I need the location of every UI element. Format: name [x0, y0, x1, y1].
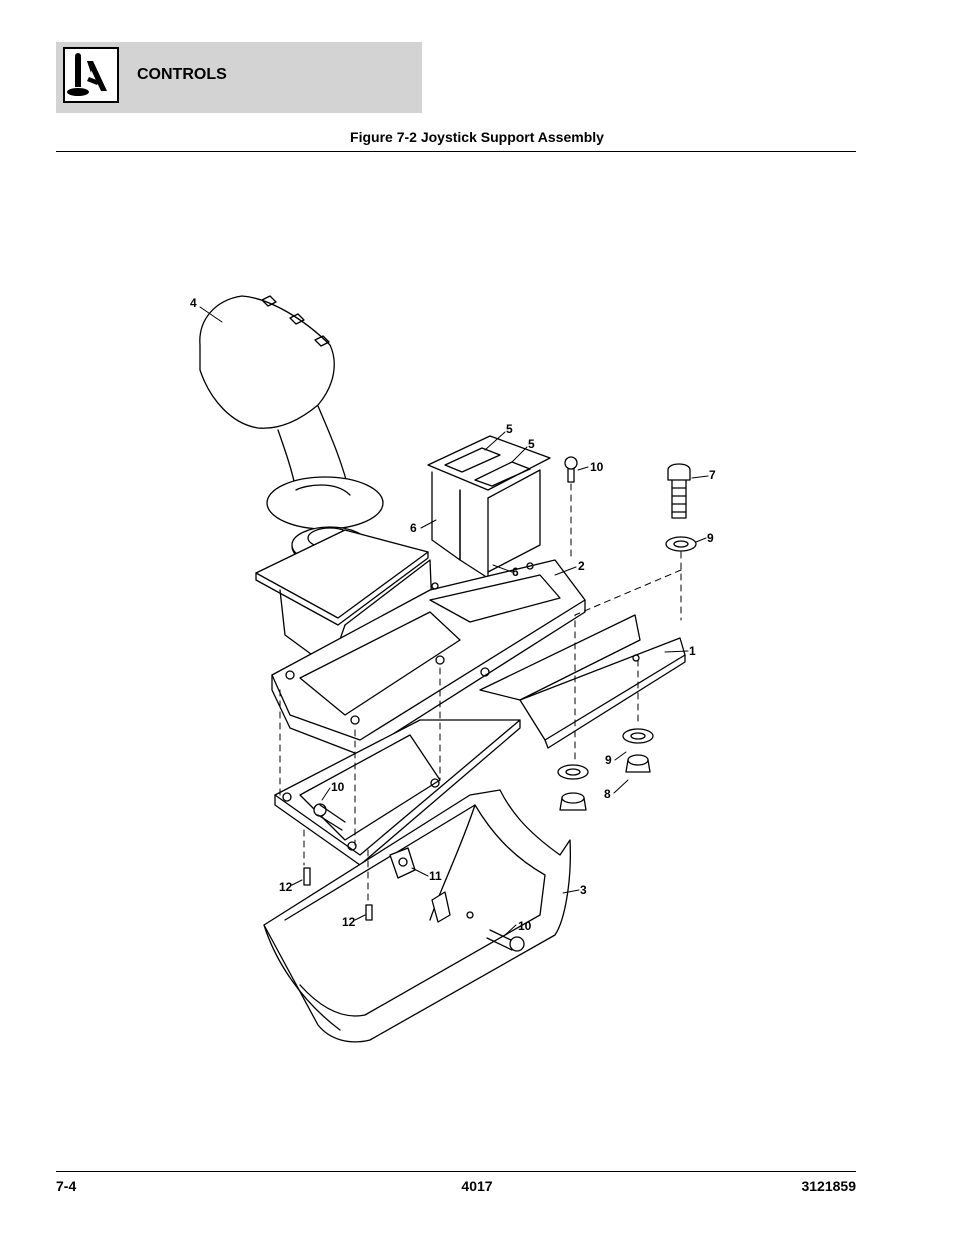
- joystick-control-icon: [67, 53, 107, 96]
- controls-logo: [63, 47, 119, 103]
- manual-number: 3121859: [801, 1178, 856, 1194]
- leader-lines: [199, 306, 709, 936]
- model-number: 4017: [461, 1178, 493, 1194]
- support-bracket: [271, 559, 586, 756]
- callout-2: 2: [578, 559, 585, 573]
- section-header: CONTROLS: [56, 42, 422, 113]
- callout-10b: 10: [331, 780, 345, 794]
- rocker-switches: [427, 435, 551, 579]
- callout-10c: 10: [518, 919, 532, 933]
- bottom-cover: [263, 789, 571, 1043]
- callout-5b: 5: [528, 437, 535, 451]
- callout-12b: 12: [342, 915, 356, 929]
- figure-title: Figure 7-2 Joystick Support Assembly: [350, 129, 604, 145]
- callout-5a: 5: [506, 422, 513, 436]
- hardware: [303, 456, 697, 952]
- callout-7: 7: [709, 468, 716, 482]
- callout-1: 1: [689, 644, 696, 658]
- footer-divider: [56, 1171, 856, 1172]
- callout-9a: 9: [707, 531, 714, 545]
- callout-12a: 12: [279, 880, 293, 894]
- callout-8: 8: [604, 787, 611, 801]
- callout-11: 11: [429, 869, 442, 883]
- assembly-lines: [279, 483, 682, 901]
- callout-4: 4: [190, 296, 197, 310]
- callout-6a: 6: [410, 521, 417, 535]
- callout-10a: 10: [590, 460, 604, 474]
- mounting-channel: [479, 614, 686, 749]
- callout-9b: 9: [605, 753, 612, 767]
- section-title: CONTROLS: [137, 66, 227, 83]
- page-number: 7-4: [56, 1178, 77, 1194]
- callout-3: 3: [580, 883, 587, 897]
- header-divider: [56, 151, 856, 152]
- callout-6b: 6: [512, 565, 519, 579]
- joystick-handle: [199, 295, 384, 571]
